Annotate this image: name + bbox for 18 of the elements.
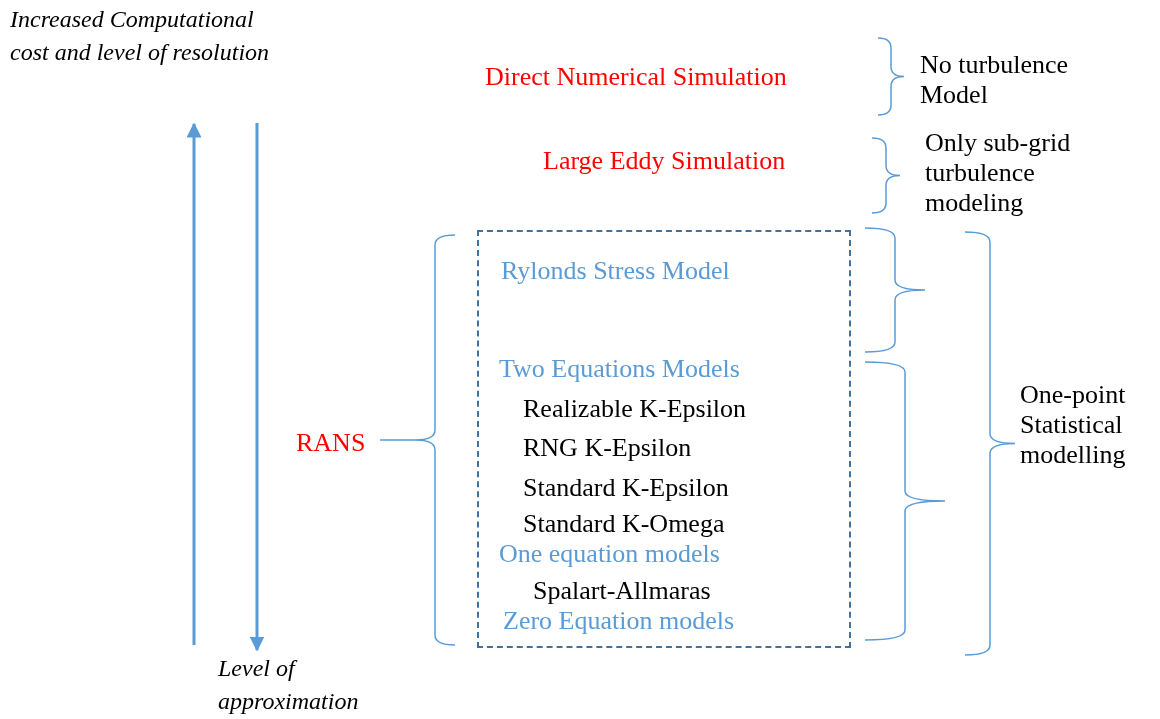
model-name: Standard K-Omega xyxy=(523,509,725,539)
note-text: Only sub-grid turbulence modeling xyxy=(925,128,1072,218)
heading-text: Rylonds Stress Model xyxy=(501,256,730,286)
heading-text: One equation models xyxy=(499,539,720,569)
note-text: One-point Statistical modelling xyxy=(1020,380,1127,470)
model-name: Standard K-Epsilon xyxy=(523,473,729,503)
label-text: Level of approximation xyxy=(218,654,360,716)
heading-text: Two Equations Models xyxy=(499,354,740,384)
method-label: Direct Numerical Simulation xyxy=(485,62,788,92)
model-name: Spalart-Allmaras xyxy=(533,576,711,606)
note-text: No turbulence Model xyxy=(920,50,1069,110)
heading-text: Zero Equation models xyxy=(503,606,735,636)
label-text: Increased Computational cost and level of resolution xyxy=(10,5,271,67)
dashed-box xyxy=(477,230,851,648)
method-label: RANS xyxy=(296,428,367,458)
model-name: RNG K-Epsilon xyxy=(523,433,692,463)
method-label: Large Eddy Simulation xyxy=(543,146,787,176)
model-name: Realizable K-Epsilon xyxy=(523,394,747,424)
